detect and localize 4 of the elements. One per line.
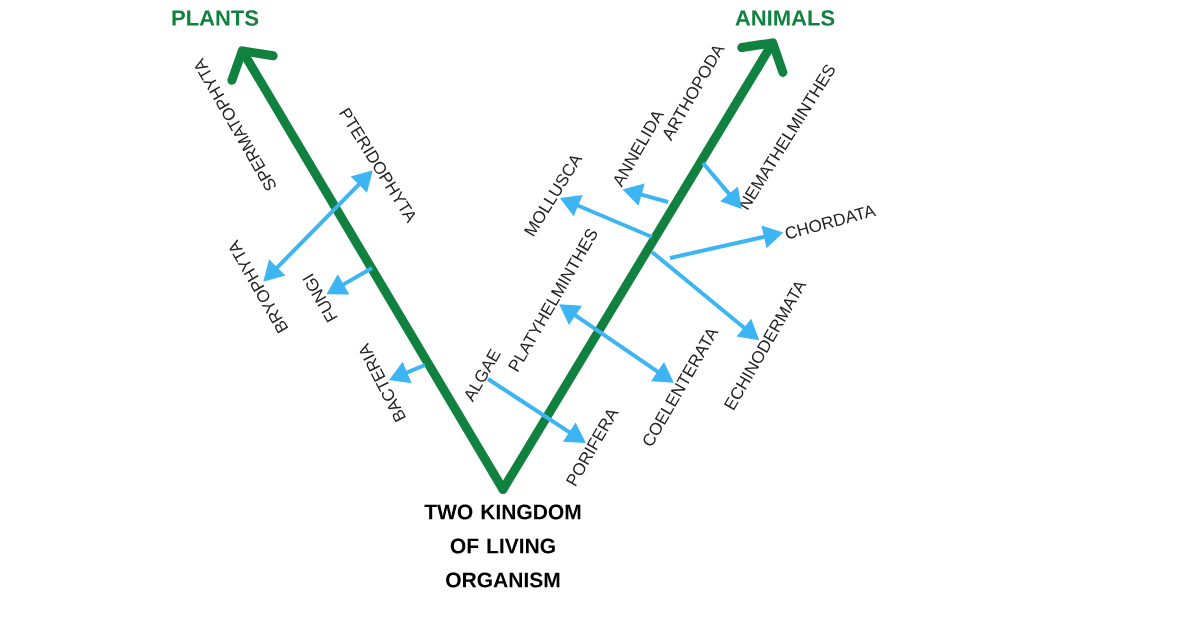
kingdom-label: PLANTS (172, 10, 259, 26)
arrow (498, 38, 788, 494)
kingdom-label: ANIMALS (735, 10, 835, 26)
root-label: TWO KINGDOM OF LIVING ORGANISM (424, 504, 581, 588)
